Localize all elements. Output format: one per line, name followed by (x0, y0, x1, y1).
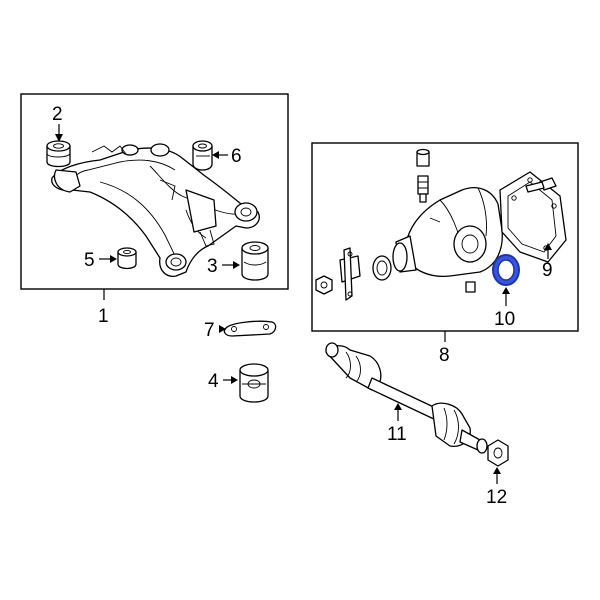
housing-plug[interactable] (465, 281, 476, 293)
callout-9: 9 (542, 260, 553, 281)
callout-3: 3 (207, 256, 218, 277)
breather-valve[interactable] (417, 175, 429, 203)
subframe-small-bushing[interactable] (117, 247, 137, 270)
callout-10: 10 (494, 309, 515, 330)
flange-nut[interactable] (315, 275, 333, 295)
cover-bolt[interactable] (525, 177, 557, 193)
callout-4: 4 (208, 371, 219, 392)
subframe-bushing-rear[interactable] (192, 140, 213, 171)
callout-2: 2 (52, 104, 63, 125)
drive-flange[interactable] (339, 247, 361, 301)
callout-1: 1 (98, 306, 109, 327)
breather-cap[interactable] (416, 148, 430, 167)
callout-7: 7 (204, 320, 215, 341)
callout-8: 8 (439, 345, 450, 366)
callout-12: 12 (486, 487, 507, 508)
callout-5: 5 (84, 250, 95, 271)
pinion-seal[interactable] (372, 255, 392, 281)
rear-subframe[interactable] (51, 143, 260, 277)
differential-housing[interactable] (392, 187, 503, 278)
axle-shaft[interactable] (325, 342, 488, 454)
callout-6: 6 (231, 146, 242, 167)
subframe-group-box (20, 93, 289, 290)
mount-bracket[interactable] (223, 320, 277, 337)
differential-mount-upper[interactable] (241, 241, 269, 281)
differential-mount-lower[interactable] (239, 363, 269, 403)
callout-11: 11 (387, 424, 407, 445)
output-shaft-seal[interactable] (492, 254, 520, 286)
axle-nut[interactable] (487, 439, 509, 467)
subframe-bushing-front[interactable] (46, 140, 71, 168)
